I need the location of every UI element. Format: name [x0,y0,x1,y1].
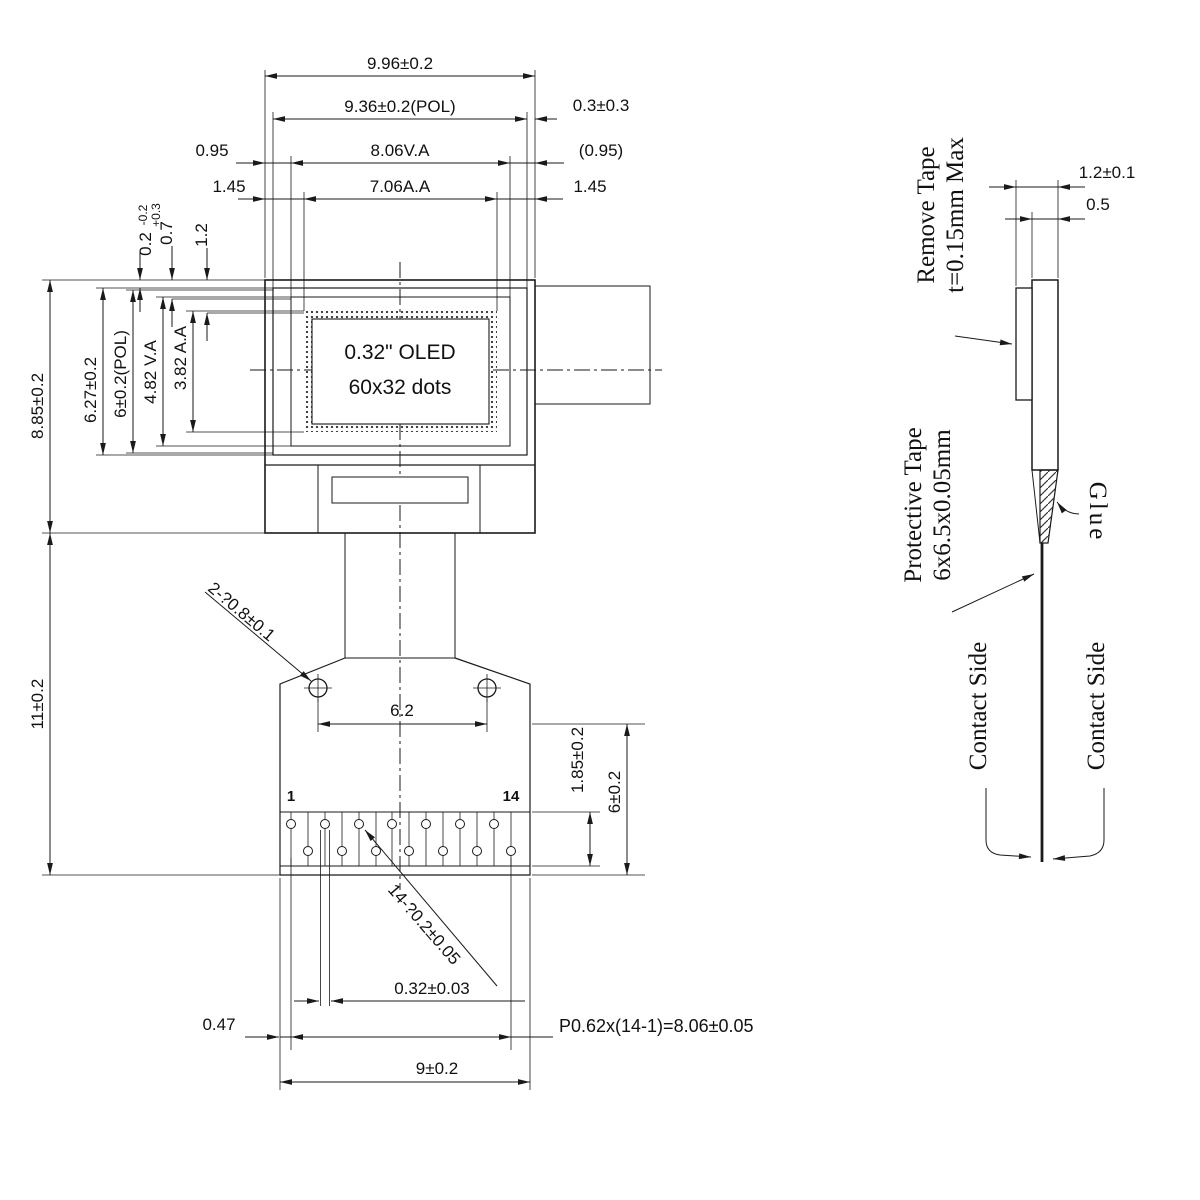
dim-pad-width: 0.32±0.03 [294,830,525,1006]
fpc-tail: 1 14 [279,464,531,876]
dim-gap-plus-text: +0.3 [149,203,163,227]
panel-side-body [1031,279,1059,471]
dim-pol-gap-text: 0.3±0.3 [573,96,630,115]
pin1-label: 1 [287,788,295,805]
annotation-protective-tape: Protective Tape 6x6.5x0.05mm [900,427,1035,613]
contact-side-left-text: Contact Side [965,642,992,770]
dim-edge-offset-text: 0.47 [202,1015,235,1034]
oled-text-box [311,318,490,425]
pol-outline [272,287,528,456]
dim-tail-width-text: 9±0.2 [416,1059,458,1078]
dim-total-thickness: 1.2±0.1 [989,163,1136,190]
oled-resolution-label: 60x32 dots [349,376,452,399]
dim-va-right-text: (0.95) [579,141,623,160]
front-view: 0.32" OLED 60x32 dots [28,54,754,1090]
annotation-contact-side-right: Contact Side [1052,642,1110,861]
dim-edge-offset: 0.47 [202,858,292,1090]
va-outline [290,296,511,447]
dim-panel-thickness-text: 0.5 [1086,195,1110,214]
dim-tail-height-text: 11±0.2 [28,679,47,730]
dim-total-thickness-text: 1.2±0.1 [1079,163,1136,182]
dim-pol-width-text: 9.36±0.2(POL) [344,97,455,116]
dim-aa-height: 3.82 A.A [171,310,304,433]
dim-pol-width: 9.36±0.2(POL) 0.3±0.3 [273,96,630,122]
dim-pad-width-text: 0.32±0.03 [394,979,470,998]
dim-pol-height-text: 6±0.2(POL) [111,330,130,418]
dim-aa-height-text: 3.82 A.A [171,325,190,390]
dim-overall-width: 9.96±0.2 [265,54,535,79]
dim-pol-height: 6±0.2(POL) [111,289,273,454]
dim-aa-left-text: 1.45 [212,177,245,196]
dim-aa-width: 7.06A.A 1.45 1.45 [212,177,607,202]
remove-tape-layer [1015,287,1033,401]
dim-gap-main-text: 0.2 [136,232,155,256]
dim-pad-offset-text: 1.85±0.2 [568,727,587,793]
oled-size-label: 0.32" OLED [344,341,455,364]
dim-aa-width-text: 7.06A.A [370,177,431,196]
annotation-glue: Glue [1056,482,1111,543]
dim-pol-top-gap: 0.2 -0.2 +0.3 [42,203,273,312]
fpc-bond-window [331,476,469,504]
dim-contact-height: 6±0.2 [532,723,645,876]
dim-pad-pitch-formula: P0.62x(14-1)=8.06±0.05 [291,858,754,1050]
dim-gap-minus-text: -0.2 [136,204,150,225]
fpc-neck-hatched [344,532,456,659]
glue-hatched-area [1039,469,1059,544]
side-profile [1015,279,1059,862]
annotation-remove-tape: Remove Tape t=0.15mm Max [913,137,1013,346]
dim-aa-top-text: 1.2 [192,223,211,247]
dim-va-height: 4.82 V.A [141,296,291,447]
dim-tail-height: 11±0.2 [28,533,280,876]
side-extension-lines [1015,180,1059,286]
glue-text: Glue [1084,482,1111,543]
fpc-wide-outline [279,657,531,876]
protective-tape-text-2: 6x6.5x0.05mm [929,429,956,581]
dim-glass-height-text: 8.85±0.2 [28,373,47,439]
protective-tape-text-1: Protective Tape [900,427,927,582]
remove-tape-text-2: t=0.15mm Max [942,137,969,293]
dim-pad-offset: 1.85±0.2 [532,727,600,867]
callout-mounting-holes: 2-?0.8±0.1 [204,578,312,682]
dim-aa-top-gap: 1.2 [192,223,304,341]
dim-hole-pitch-text: 6.2 [390,701,414,720]
dim-hole-pitch: 6.2 [317,699,488,732]
dim-va-width: 8.06V.A 0.95 (0.95) [195,141,623,166]
dim-va-top-gap: 0.7 [157,221,291,327]
dim-va-top-text: 0.7 [157,221,176,245]
pin14-label: 14 [503,788,520,805]
callout-holes-text: 2-?0.8±0.1 [204,578,278,645]
dim-contact-height-text: 6±0.2 [605,771,624,813]
dim-pol-outer-height-text: 6.27±0.2 [81,357,100,423]
dim-va-width-text: 8.06V.A [371,141,431,160]
side-view: 1.2±0.1 0.5 Remove Tape t=0.15mm Max Pro… [900,137,1135,862]
contact-pads [286,812,516,866]
dim-pol-outer-height: 6.27±0.2 [81,288,273,456]
contact-side-right-text: Contact Side [1083,642,1110,770]
dim-glass-height: 8.85±0.2 [28,280,265,534]
dim-va-height-text: 4.82 V.A [141,340,160,404]
module-outlines: 0.32" OLED 60x32 dots [264,279,651,534]
dim-aa-right-text: 1.45 [573,177,606,196]
annotation-contact-side-left: Contact Side [965,642,1032,860]
remove-tape-text-1: Remove Tape [913,146,940,283]
dim-va-left-text: 0.95 [195,141,228,160]
dim-pitch-formula-text: P0.62x(14-1)=8.06±0.05 [559,1016,754,1036]
dim-overall-width-text: 9.96±0.2 [367,54,433,73]
dim-panel-thickness: 0.5 [1005,195,1110,222]
top-extension-lines [264,70,536,311]
seal-hatched-block [534,285,651,405]
dim-tail-width: 9±0.2 [280,878,531,1090]
callout-pads-text: 14-?0.2±0.05 [384,880,464,968]
